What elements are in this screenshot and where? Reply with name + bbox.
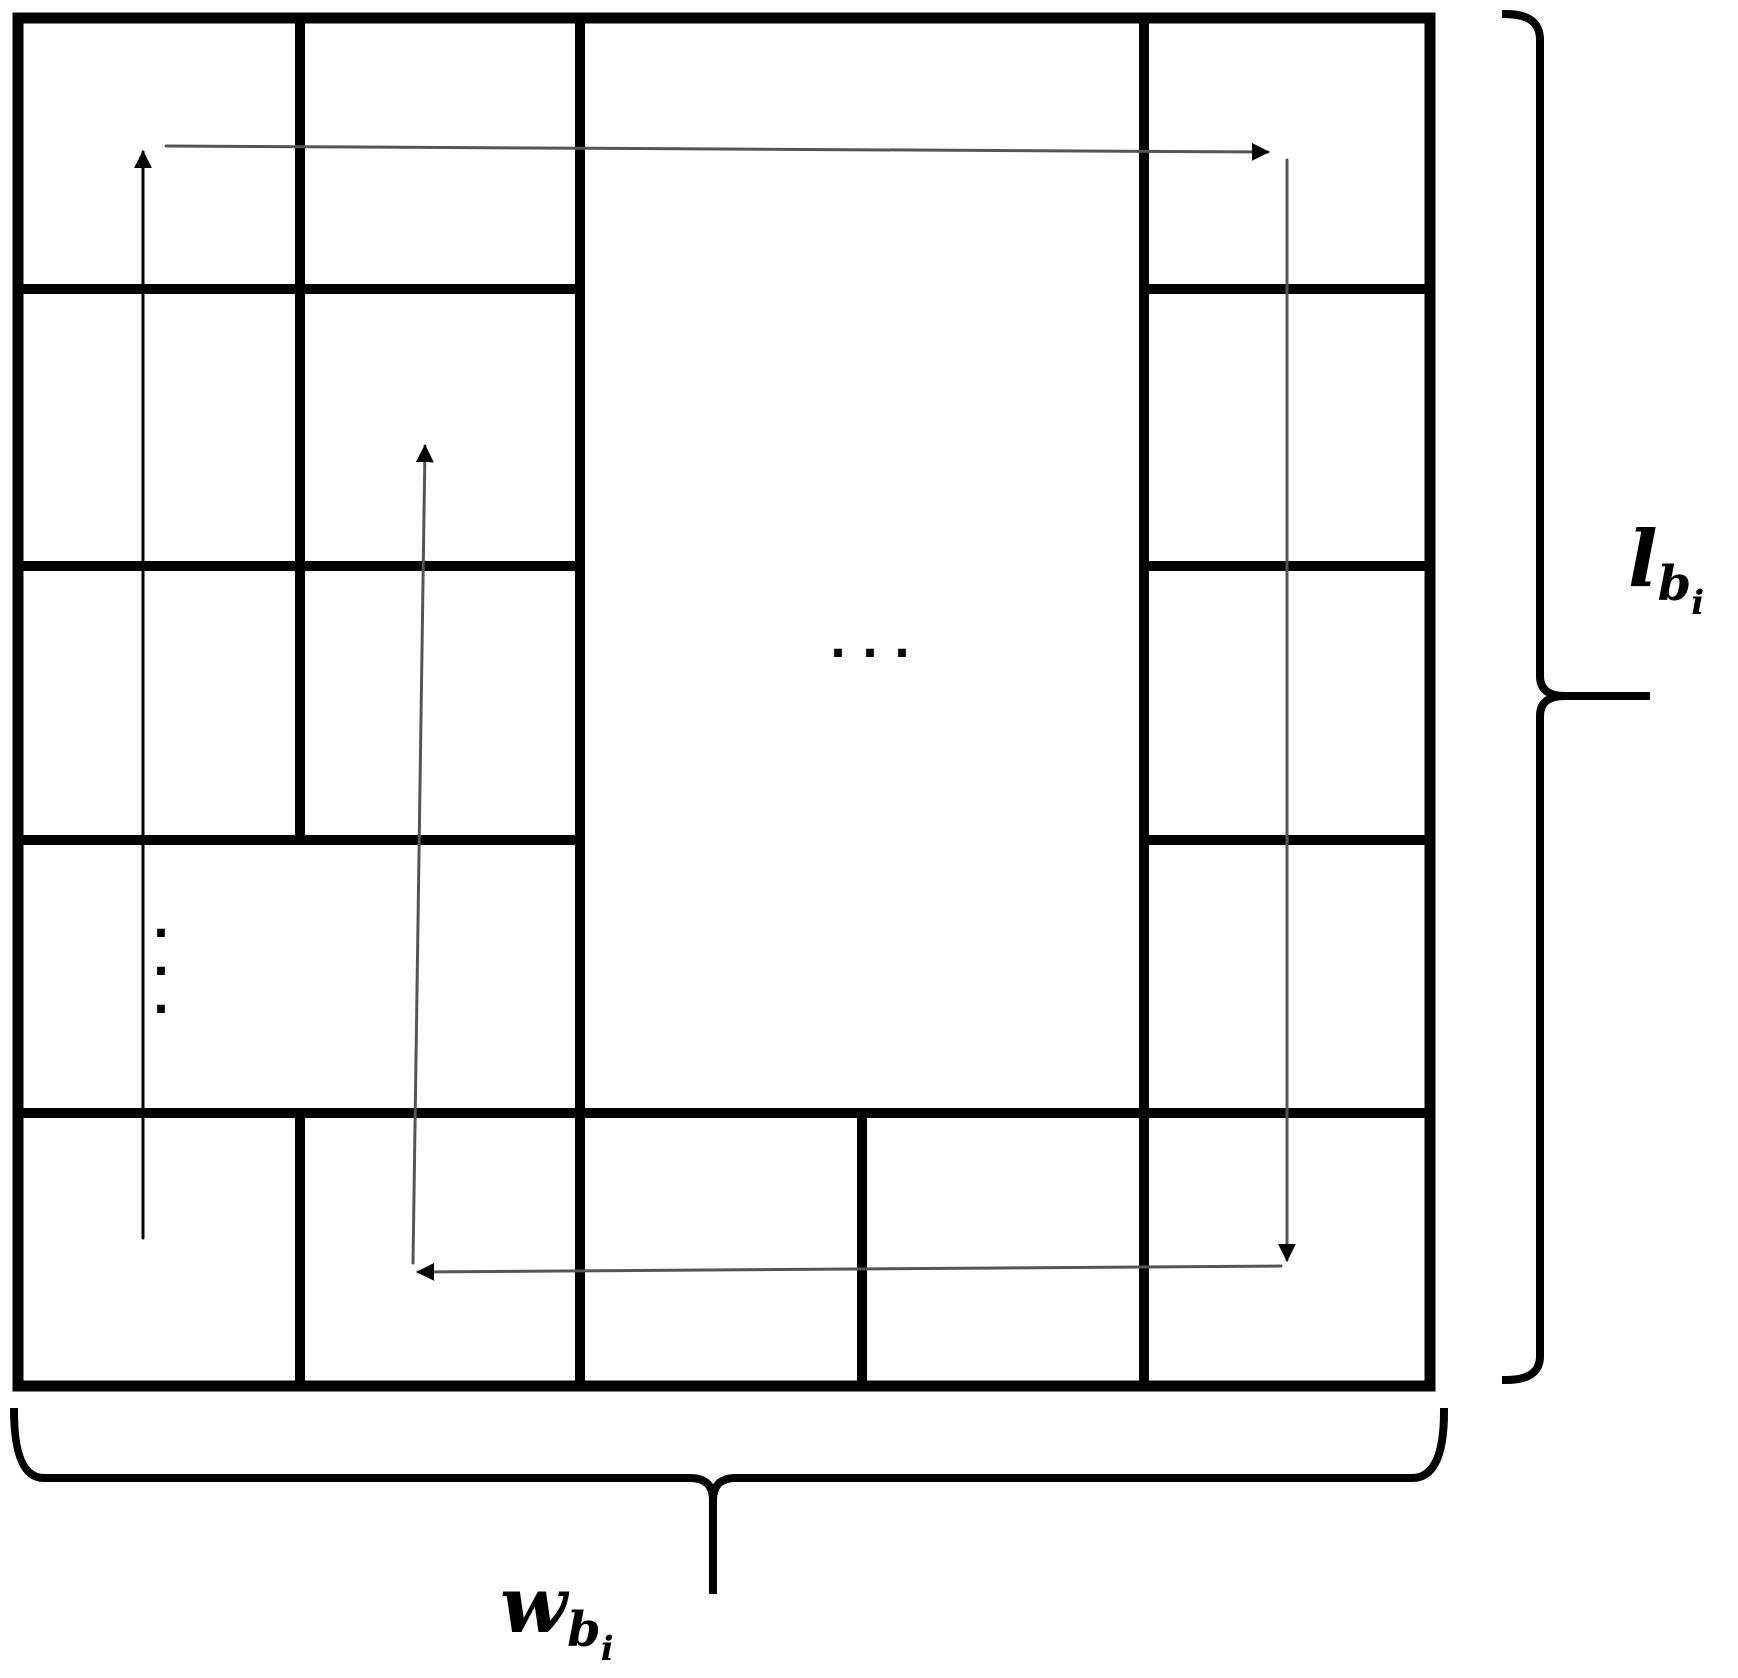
grid-lines (13, 13, 1435, 1391)
width-brace (9, 1407, 1449, 1594)
length-label-symbol: l (1628, 514, 1658, 605)
ellipsis-vertical-dot-3: · (153, 984, 170, 1035)
length-label: lbi (1628, 514, 1704, 623)
width-label: wbi (500, 1560, 614, 1669)
block-boundary (12, 12, 1436, 1392)
width-label-sub-subscript: i (601, 1629, 614, 1669)
ellipsis-vertical-dot-2: · (153, 946, 170, 997)
length-label-sub-subscript: i (1691, 583, 1704, 623)
ellipsis-horizontal: · · · (830, 628, 911, 679)
length-brace (1501, 9, 1650, 1385)
length-label-subscript: b (1658, 556, 1692, 612)
ellipsis-vertical: · · · (153, 908, 170, 1035)
ellipsis-vertical-dot-1: · (153, 908, 170, 959)
path-arrow-left-bottom (416, 1262, 1283, 1281)
path-arrow-right-top (164, 142, 1270, 161)
width-label-subscript: b (567, 1602, 601, 1658)
width-label-symbol: w (500, 1560, 570, 1651)
path-arrow-up-inner (411, 444, 434, 1265)
placement-path (134, 142, 1296, 1281)
